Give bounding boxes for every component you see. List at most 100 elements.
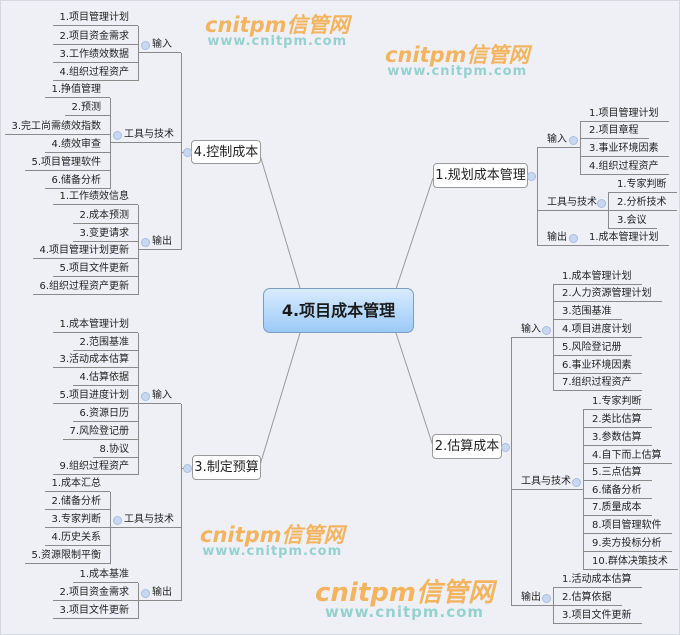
list-item[interactable]: 4.组织过程资产 bbox=[53, 64, 138, 81]
list-item[interactable]: 6.资源日历 bbox=[73, 405, 138, 422]
list-item[interactable]: 5.三点估算 bbox=[583, 464, 652, 481]
list-item[interactable]: 2.分析技术 bbox=[608, 194, 677, 211]
collapse-icon[interactable] bbox=[542, 326, 551, 335]
branch-node-control[interactable]: 4.控制成本 bbox=[191, 140, 261, 164]
collapse-icon[interactable] bbox=[569, 234, 578, 243]
list-item[interactable]: 4.自下而上估算 bbox=[583, 447, 672, 464]
collapse-icon[interactable] bbox=[113, 131, 122, 140]
collapse-icon[interactable] bbox=[572, 478, 581, 487]
collapse-icon[interactable] bbox=[183, 148, 192, 157]
group-bracket bbox=[580, 122, 581, 175]
group-label[interactable]: 输出 bbox=[511, 589, 553, 606]
branch-node-estimate[interactable]: 2.估算成本 bbox=[432, 434, 502, 459]
group-label[interactable]: 输入 bbox=[138, 36, 181, 53]
list-item[interactable]: 8.项目管理软件 bbox=[583, 517, 672, 534]
collapse-icon[interactable] bbox=[183, 463, 192, 473]
list-item[interactable]: 2.人力资源管理计划 bbox=[553, 285, 662, 302]
collapse-icon[interactable] bbox=[113, 516, 122, 525]
list-item[interactable]: 7.组织过程资产 bbox=[553, 374, 642, 391]
list-item[interactable]: 9.卖方投标分析 bbox=[583, 535, 672, 552]
list-item[interactable]: 5.项目进度计划 bbox=[53, 387, 138, 404]
list-item[interactable]: 2.项目资金需求 bbox=[53, 28, 138, 45]
group-label[interactable]: 输出 bbox=[138, 584, 181, 601]
list-item[interactable]: 2.估算依据 bbox=[553, 589, 622, 606]
list-item[interactable]: 3.活动成本估算 bbox=[53, 351, 138, 368]
list-item[interactable]: 2.类比估算 bbox=[583, 411, 652, 428]
list-item[interactable]: 3.工作绩效数据 bbox=[53, 46, 138, 63]
list-item[interactable]: 3.项目文件更新 bbox=[553, 607, 642, 624]
list-item[interactable]: 4.绩效审查 bbox=[45, 136, 110, 153]
list-item[interactable]: 1.活动成本估算 bbox=[553, 571, 642, 588]
list-item[interactable]: 4.历史关系 bbox=[45, 529, 110, 546]
list-item[interactable]: 3.范围基准 bbox=[553, 303, 622, 320]
group-label[interactable]: 工具与技术 bbox=[511, 473, 583, 490]
list-item[interactable]: 3.变更请求 bbox=[73, 225, 138, 242]
branch-node-budget[interactable]: 3.制定预算 bbox=[192, 455, 261, 480]
group-label[interactable]: 工具与技术 bbox=[537, 194, 608, 211]
group-label[interactable]: 工具与技术 bbox=[110, 126, 181, 143]
list-item[interactable]: 1.成本管理计划 bbox=[580, 229, 669, 246]
list-item[interactable]: 7.风险登记册 bbox=[63, 423, 138, 440]
list-item[interactable]: 1.专家判断 bbox=[583, 393, 652, 410]
list-item[interactable]: 1.项目管理计划 bbox=[53, 9, 138, 26]
link-estimate bbox=[394, 329, 434, 447]
list-item[interactable]: 2.项目资金需求 bbox=[53, 584, 138, 601]
group-label[interactable]: 输入 bbox=[537, 131, 580, 148]
collapse-icon[interactable] bbox=[141, 238, 150, 247]
list-item[interactable]: 8.协议 bbox=[93, 441, 138, 458]
list-item[interactable]: 5.项目文件更新 bbox=[53, 260, 138, 277]
list-item[interactable]: 5.资源限制平衡 bbox=[25, 547, 110, 564]
list-item[interactable]: 5.风险登记册 bbox=[553, 339, 632, 356]
list-item[interactable]: 1.成本汇总 bbox=[45, 475, 110, 492]
list-item[interactable]: 3.参数估算 bbox=[583, 429, 652, 446]
list-item[interactable]: 3.项目文件更新 bbox=[53, 602, 138, 619]
collapse-icon[interactable] bbox=[542, 594, 551, 603]
list-item[interactable]: 2.范围基准 bbox=[73, 334, 138, 351]
list-item[interactable]: 2.项目章程 bbox=[580, 122, 649, 139]
group-label[interactable]: 输出 bbox=[537, 229, 580, 246]
list-item[interactable]: 6.储备分析 bbox=[583, 482, 652, 499]
list-item[interactable]: 3.完工尚需绩效指数 bbox=[5, 118, 110, 135]
list-item[interactable]: 1.专家判断 bbox=[608, 176, 677, 193]
collapse-icon[interactable] bbox=[141, 392, 150, 401]
list-item[interactable]: 1.成本管理计划 bbox=[553, 268, 642, 285]
list-item[interactable]: 1.挣值管理 bbox=[45, 81, 110, 98]
list-item[interactable]: 6.储备分析 bbox=[45, 172, 110, 189]
list-item[interactable]: 4.估算依据 bbox=[73, 369, 138, 386]
list-item[interactable]: 6.组织过程资产更新 bbox=[33, 278, 138, 295]
list-item[interactable]: 1.工作绩效信息 bbox=[53, 188, 138, 205]
list-item[interactable]: 9.组织过程资产 bbox=[53, 458, 138, 475]
list-item[interactable]: 4.项目进度计划 bbox=[553, 321, 642, 338]
list-item[interactable]: 10.群体决策技术 bbox=[583, 553, 678, 570]
list-item[interactable]: 2.储备分析 bbox=[45, 493, 110, 510]
list-item[interactable]: 1.成本管理计划 bbox=[53, 316, 138, 333]
group-bracket bbox=[583, 410, 584, 570]
list-item[interactable]: 4.组织过程资产 bbox=[580, 158, 669, 175]
collapse-icon[interactable] bbox=[569, 136, 578, 145]
branch-node-plan[interactable]: 1.规划成本管理 bbox=[433, 163, 528, 188]
group-label[interactable]: 输入 bbox=[138, 387, 181, 404]
list-item[interactable]: 5.项目管理软件 bbox=[25, 154, 110, 171]
list-item[interactable]: 2.成本预测 bbox=[73, 207, 138, 224]
collapse-icon[interactable] bbox=[141, 589, 150, 598]
group-label[interactable]: 输出 bbox=[138, 233, 181, 250]
group-bracket bbox=[138, 26, 139, 81]
collapse-icon[interactable] bbox=[597, 199, 606, 208]
collapse-icon[interactable] bbox=[501, 442, 510, 452]
collapse-icon[interactable] bbox=[141, 41, 150, 50]
list-item[interactable]: 7.质量成本 bbox=[583, 499, 652, 516]
group-label[interactable]: 工具与技术 bbox=[110, 511, 181, 528]
list-item[interactable]: 1.成本基准 bbox=[73, 566, 138, 583]
list-item[interactable]: 3.专家判断 bbox=[45, 511, 110, 528]
list-item[interactable]: 1.项目管理计划 bbox=[580, 105, 669, 122]
central-topic[interactable]: 4.项目成本管理 bbox=[263, 288, 414, 333]
list-item[interactable]: 6.事业环境因素 bbox=[553, 357, 642, 374]
group-bracket bbox=[138, 333, 139, 475]
list-item[interactable]: 4.项目管理计划更新 bbox=[33, 242, 138, 259]
collapse-icon[interactable] bbox=[527, 171, 536, 181]
group-label[interactable]: 输入 bbox=[511, 321, 553, 338]
list-item[interactable]: 2.预测 bbox=[65, 99, 110, 116]
list-item[interactable]: 3.事业环境因素 bbox=[580, 140, 669, 157]
list-item[interactable]: 3.会议 bbox=[608, 212, 657, 229]
